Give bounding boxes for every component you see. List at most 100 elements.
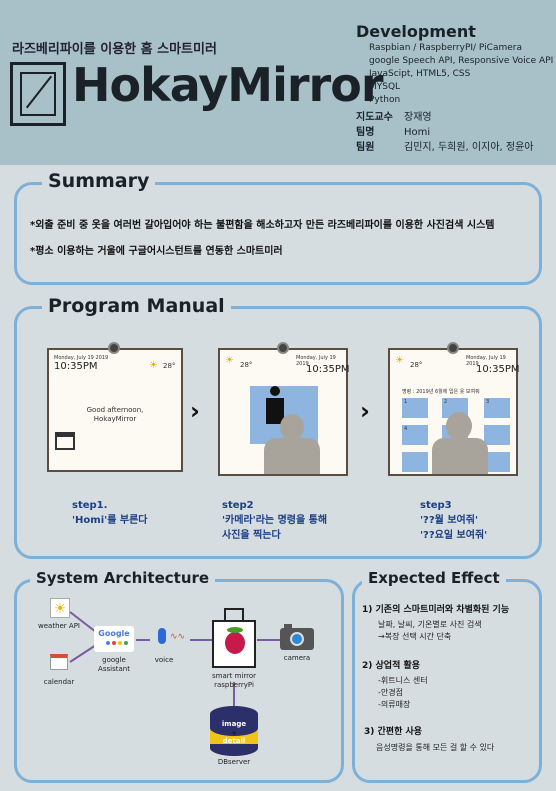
effect-heading: 1) 기존의 스마트미러와 차별화된 기능: [362, 605, 510, 615]
step-label: step3: [420, 500, 452, 511]
user-body: [432, 438, 488, 474]
manual-title: Program Manual: [42, 295, 231, 317]
summary-box: [14, 182, 542, 285]
time-text: 10:35PM: [54, 361, 98, 372]
voice-label: voice: [154, 656, 174, 664]
architecture-title: System Architecture: [30, 569, 216, 587]
user-head: [446, 412, 472, 440]
greeting-name: HokayMirror: [93, 415, 137, 423]
camera-dot-icon: [277, 342, 289, 354]
step-desc: 'Homi'를 부른다: [72, 515, 148, 526]
calendar-icon: [55, 432, 75, 450]
effect-line: 음성명령을 통해 모든 걸 할 수 있다: [376, 743, 495, 752]
temp-text: 28°: [240, 361, 253, 369]
team-role: 팀원: [356, 142, 375, 153]
effect-heading: 3) 간편한 사용: [364, 727, 423, 737]
manual-box: [14, 306, 542, 559]
google-assistant-icon: Google: [94, 626, 134, 652]
camera-label: camera: [283, 654, 311, 662]
person-silhouette-icon: [265, 386, 285, 426]
arrow-icon: ›: [360, 397, 370, 425]
time-text: 10:35PM: [306, 364, 350, 375]
time-text: 10:35PM: [476, 364, 520, 375]
sound-wave-icon: ∿∿: [170, 632, 186, 642]
team-name: Homi: [404, 127, 431, 138]
date-text: Monday, July 19 2019: [54, 355, 109, 361]
weather-icon: ☀: [395, 355, 404, 366]
development-item: Python: [369, 95, 401, 105]
command-caption: 명령 : 2019년 6월에 입은 옷 보여줘: [402, 389, 480, 395]
grid-number: 1: [404, 399, 408, 405]
step-desc: '??요일 보여줘': [420, 530, 488, 541]
dbserver-label: DBserver: [217, 758, 251, 766]
grid-number: 2: [444, 399, 448, 405]
development-title: Development: [356, 22, 476, 41]
db-image-text: image: [221, 720, 247, 728]
effect-line: -휘트니스 센터: [378, 676, 428, 685]
raspberrypi-label: raspberryPi: [214, 681, 254, 689]
calendar-label: calendar: [43, 678, 75, 686]
greeting-text: Good afternoon,: [86, 406, 144, 414]
development-item: MYSQL: [369, 82, 401, 92]
subtitle: 라즈베리파이를 이용한 홈 스마트미러: [12, 42, 217, 57]
weather-api-label: weather API: [38, 622, 80, 630]
development-item: Raspbian / RaspberryPI/ PiCamera: [369, 43, 522, 53]
arrow-icon: ›: [190, 397, 200, 425]
smart-mirror-icon: [212, 620, 256, 668]
effect-item-1: 1) 기존의 스마트미러와 차별화된 기능 날짜, 날씨, 기온별로 사진 검색…: [362, 604, 509, 643]
development-item: JavaScipt, HTML5, CSS: [369, 69, 471, 79]
effect-title: Expected Effect: [362, 569, 506, 587]
user-head: [280, 414, 304, 440]
team-role: 지도교수: [356, 112, 393, 123]
step-desc: '카메라'라는 명령을 통해: [222, 515, 328, 526]
weather-icon: ☀: [149, 360, 158, 371]
development-list: Raspbian / RaspberryPI/ PiCamera google …: [369, 42, 553, 107]
summary-title: Summary: [42, 170, 156, 192]
effect-line: →복장 선택 시간 단축: [378, 632, 452, 641]
team-name: 장재영: [404, 112, 432, 123]
grid-number: 4: [404, 426, 408, 432]
db-detail-text: detail: [222, 737, 246, 745]
step-1-caption: step1. 'Homi'를 부른다: [72, 498, 148, 528]
date-text: Monday, July 19 2019: [466, 355, 506, 367]
grid-number: 3: [486, 399, 490, 405]
effect-item-3: 3) 간편한 사용 음성명령을 통해 모든 걸 할 수 있다: [364, 726, 494, 754]
db-plus-text: +: [231, 730, 237, 737]
camera-dot-icon: [447, 342, 459, 354]
summary-line: *외출 준비 중 옷을 여러번 갈아입어야 하는 불편함을 해소하고자 만든 라…: [30, 220, 495, 231]
step-desc: '??월 보여줘': [420, 515, 479, 526]
step-label: step2: [222, 500, 254, 511]
mirror-logo-icon: [10, 62, 66, 126]
mirror-panel-2: ☀ 28° Monday, July 19 2019 10:35PM: [218, 348, 350, 476]
weather-icon: ☀: [225, 355, 234, 366]
effect-heading: 2) 상업적 활용: [362, 661, 421, 671]
weather-api-icon: ☀: [50, 598, 70, 618]
camera-dot-icon: [108, 342, 120, 354]
summary-line: *평소 이용하는 거울에 구글어시스턴트를 연동한 스마트미러: [30, 246, 283, 257]
smart-mirror-label: smart mirror: [211, 672, 256, 680]
raspberry-pi-icon: [225, 632, 245, 654]
step-3-caption: step3 '??월 보여줘' '??요일 보여줘': [420, 498, 487, 543]
temp-text: 28°: [163, 362, 176, 370]
camera-icon: [280, 624, 314, 650]
calendar-icon: [50, 654, 68, 670]
step-2-caption: step2 '카메라'라는 명령을 통해 사진을 찍는다: [222, 498, 327, 543]
microphone-icon: [158, 628, 166, 644]
google-logo-text: Google: [98, 629, 130, 638]
google-label: google: [102, 656, 126, 664]
development-item: google Speech API, Responsive Voice API: [369, 56, 554, 66]
step-desc: 사진을 찍는다: [222, 530, 281, 541]
effect-line: 날짜, 날씨, 기온별로 사진 검색: [378, 620, 482, 629]
effect-line: -의류매장: [378, 700, 411, 709]
effect-line: -안경점: [378, 688, 403, 697]
database-icon: image + detail: [210, 706, 258, 756]
user-body: [264, 438, 320, 474]
team-name: 김민지, 두희원, 이지아, 정윤아: [404, 142, 534, 153]
header: 라즈베리파이를 이용한 홈 스마트미러 HokayMirror Developm…: [0, 0, 556, 165]
assistant-label: Assistant: [98, 665, 130, 673]
mirror-top-icon: [224, 608, 244, 620]
page-title: HokayMirror: [72, 58, 384, 112]
temp-text: 28°: [410, 361, 423, 369]
